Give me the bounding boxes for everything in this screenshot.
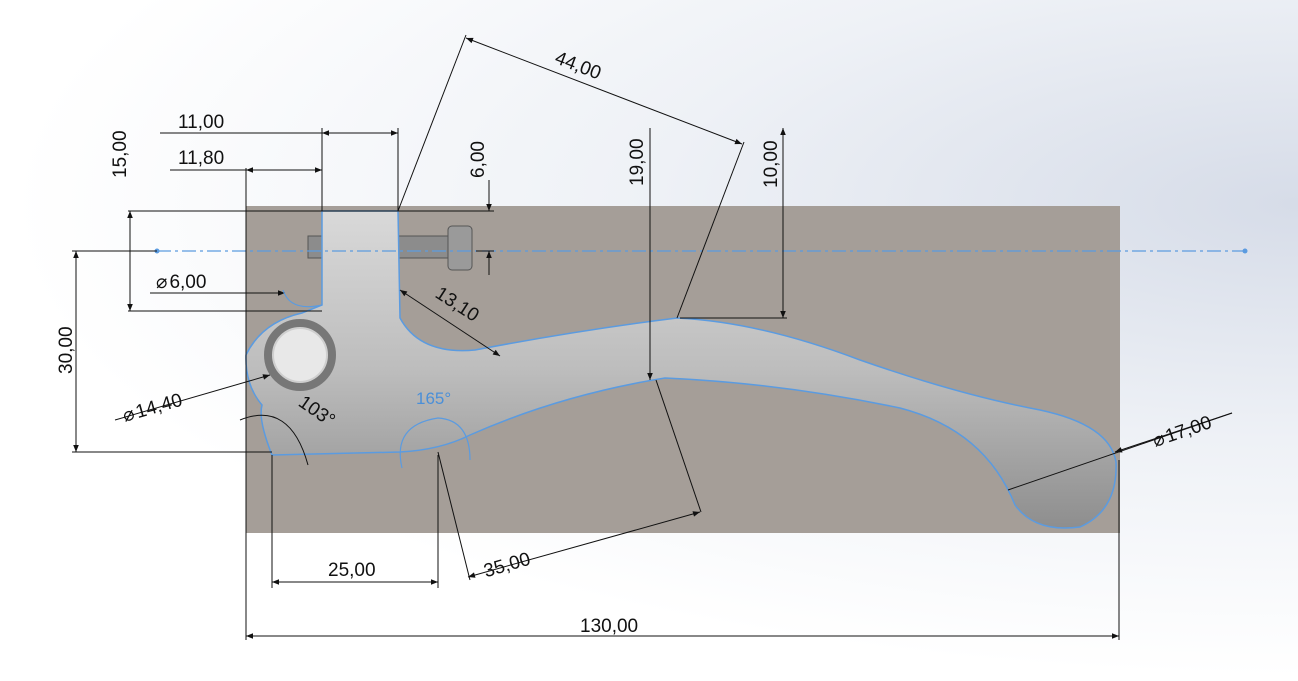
dim-6[interactable]: 6,00: [468, 141, 489, 178]
brake-lever-part[interactable]: [245, 210, 1117, 529]
dim-130[interactable]: 130,00: [580, 616, 638, 637]
dim-35[interactable]: 35,00: [481, 549, 532, 582]
dim-dia-17[interactable]: ⌀17,00: [1150, 412, 1215, 452]
dim-30[interactable]: 30,00: [56, 326, 77, 374]
pivot-hole-inner: [274, 329, 326, 381]
dim-10[interactable]: 10,00: [761, 140, 782, 188]
dim-25[interactable]: 25,00: [328, 560, 376, 581]
centerline-end-point[interactable]: [1242, 248, 1248, 254]
dim-19[interactable]: 19,00: [627, 138, 648, 186]
angle-165[interactable]: 165°: [416, 389, 451, 408]
angle-arcs: [282, 289, 471, 469]
bolt-head: [447, 225, 473, 271]
dim-dia-6[interactable]: ⌀6,00: [156, 272, 206, 293]
dimension-lines: [72, 34, 1233, 640]
dim-11-8[interactable]: 11,80: [178, 148, 224, 169]
dim-44[interactable]: 44,00: [552, 48, 604, 85]
dim-15[interactable]: 15,00: [110, 130, 131, 178]
dim-11[interactable]: 11,00: [178, 112, 224, 133]
dim-dia-14-4[interactable]: ⌀14,40: [120, 390, 184, 427]
